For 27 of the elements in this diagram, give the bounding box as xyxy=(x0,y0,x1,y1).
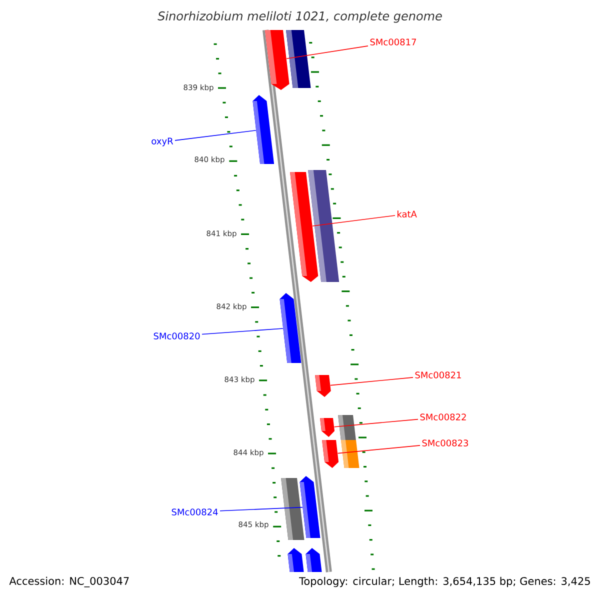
leader-line xyxy=(334,418,418,428)
leader-line xyxy=(174,130,256,141)
gene-bar xyxy=(265,30,290,90)
title: Sinorhizobium meliloti 1021, complete genome xyxy=(158,11,442,23)
genome-info-text: Topology: circular; Length: 3,654,135 bp; Genes: 3,425 xyxy=(299,576,590,588)
gene-bar xyxy=(320,418,335,437)
gene-label: SMc00821 xyxy=(415,372,461,378)
leader-line xyxy=(337,445,420,454)
gene-label: SMc00823 xyxy=(422,440,468,446)
gene-bar xyxy=(300,476,320,538)
accession-text: Accession: NC_003047 xyxy=(9,576,129,588)
leader-line xyxy=(312,215,396,226)
gene-label: SMc00822 xyxy=(420,414,466,420)
gene-label: SMc00820 xyxy=(154,332,200,340)
gene-bar xyxy=(280,293,302,363)
gene-bar xyxy=(322,440,339,468)
gene-label: oxyR xyxy=(152,138,174,146)
leader-line xyxy=(220,506,303,512)
leader-line xyxy=(202,328,284,335)
gene-bar xyxy=(252,95,274,164)
gene-label: SMc00824 xyxy=(172,508,218,516)
gene-label: katA xyxy=(398,210,417,218)
gene-bar xyxy=(290,172,318,282)
leader-line xyxy=(330,377,414,386)
gene-bar xyxy=(315,375,331,397)
leader-line xyxy=(286,46,368,59)
gene-label: SMc00817 xyxy=(370,38,416,46)
